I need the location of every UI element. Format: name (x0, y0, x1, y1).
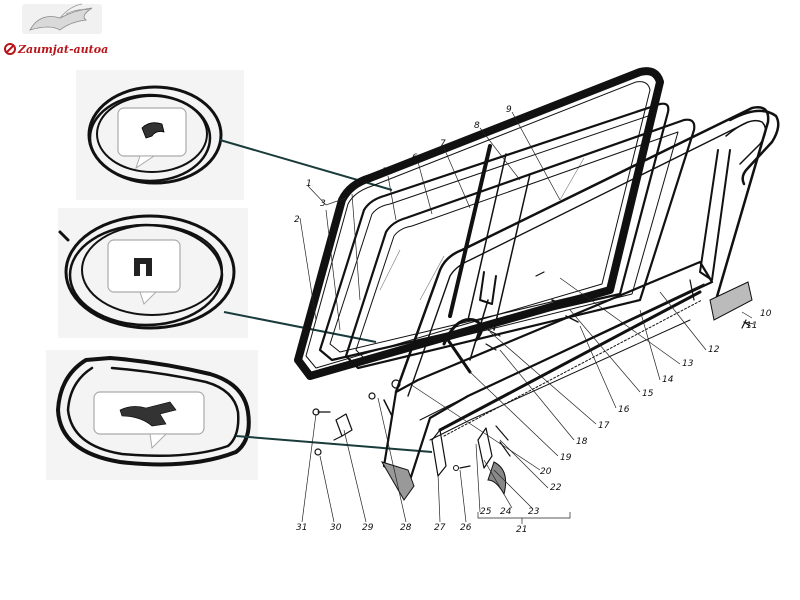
part-label: 1 (306, 179, 312, 189)
part-label: 29 (362, 523, 374, 533)
logo: Zaumjat-autoa (4, 3, 108, 56)
part-label: 15 (642, 389, 654, 399)
part-label: 16 (618, 405, 630, 415)
part-label: 24 (500, 507, 512, 517)
glass-frame-2 (344, 118, 696, 370)
leader-lines (299, 111, 755, 524)
part-label: 19 (560, 453, 572, 463)
part-label: 12 (708, 345, 720, 355)
part-label: 9 (506, 105, 512, 115)
hardware-parts (312, 271, 579, 496)
part-label: 22 (550, 483, 562, 493)
seal-strip-3-badge (93, 391, 205, 450)
part-label: 23 (528, 507, 540, 517)
part-label: 7 (440, 139, 446, 149)
part-label: 2 (294, 215, 300, 225)
deer-emblem-icon (22, 3, 102, 34)
part-label: 27 (434, 523, 446, 533)
part-label: 10 (760, 309, 772, 319)
part-label: 5 (382, 167, 388, 177)
part-label: 11 (746, 321, 757, 331)
callout-panel-1 (76, 70, 244, 200)
door-frame (380, 106, 780, 501)
part-label: 31 (296, 523, 307, 533)
seal-coil-2-badge (107, 239, 181, 305)
part-label: 14 (662, 375, 674, 385)
part-label: 25 (480, 507, 492, 517)
hammer-sickle-icon (4, 43, 16, 55)
window-assembly-drawing (294, 67, 780, 501)
u-channel-profile-icon (134, 258, 152, 276)
part-label: 18 (576, 437, 588, 447)
callout-panel-3 (46, 350, 258, 480)
outer-seal-frame (294, 67, 664, 380)
seal-coil-1-badge (117, 107, 187, 170)
part-labels: 1 2 3 4 5 6 7 8 9 10 11 12 13 14 15 16 1… (294, 105, 772, 535)
part-label: 21 (516, 525, 527, 535)
clip-profile-icon (119, 401, 177, 427)
part-label: 3 (320, 199, 326, 209)
part-label: 6 (412, 153, 418, 163)
part-label: 8 (474, 121, 480, 131)
logo-text: Zaumjat-autoa (17, 43, 108, 56)
hook-profile-icon (141, 122, 165, 139)
part-label: 20 (540, 467, 552, 477)
part-label: 4 (348, 185, 354, 195)
small-parts-right (689, 279, 753, 329)
part-label: 17 (598, 421, 610, 431)
part-label: 28 (400, 523, 412, 533)
part-label: 30 (330, 523, 342, 533)
callout-panel-2 (58, 208, 248, 338)
part-label: 26 (460, 523, 472, 533)
part-label: 13 (682, 359, 694, 369)
